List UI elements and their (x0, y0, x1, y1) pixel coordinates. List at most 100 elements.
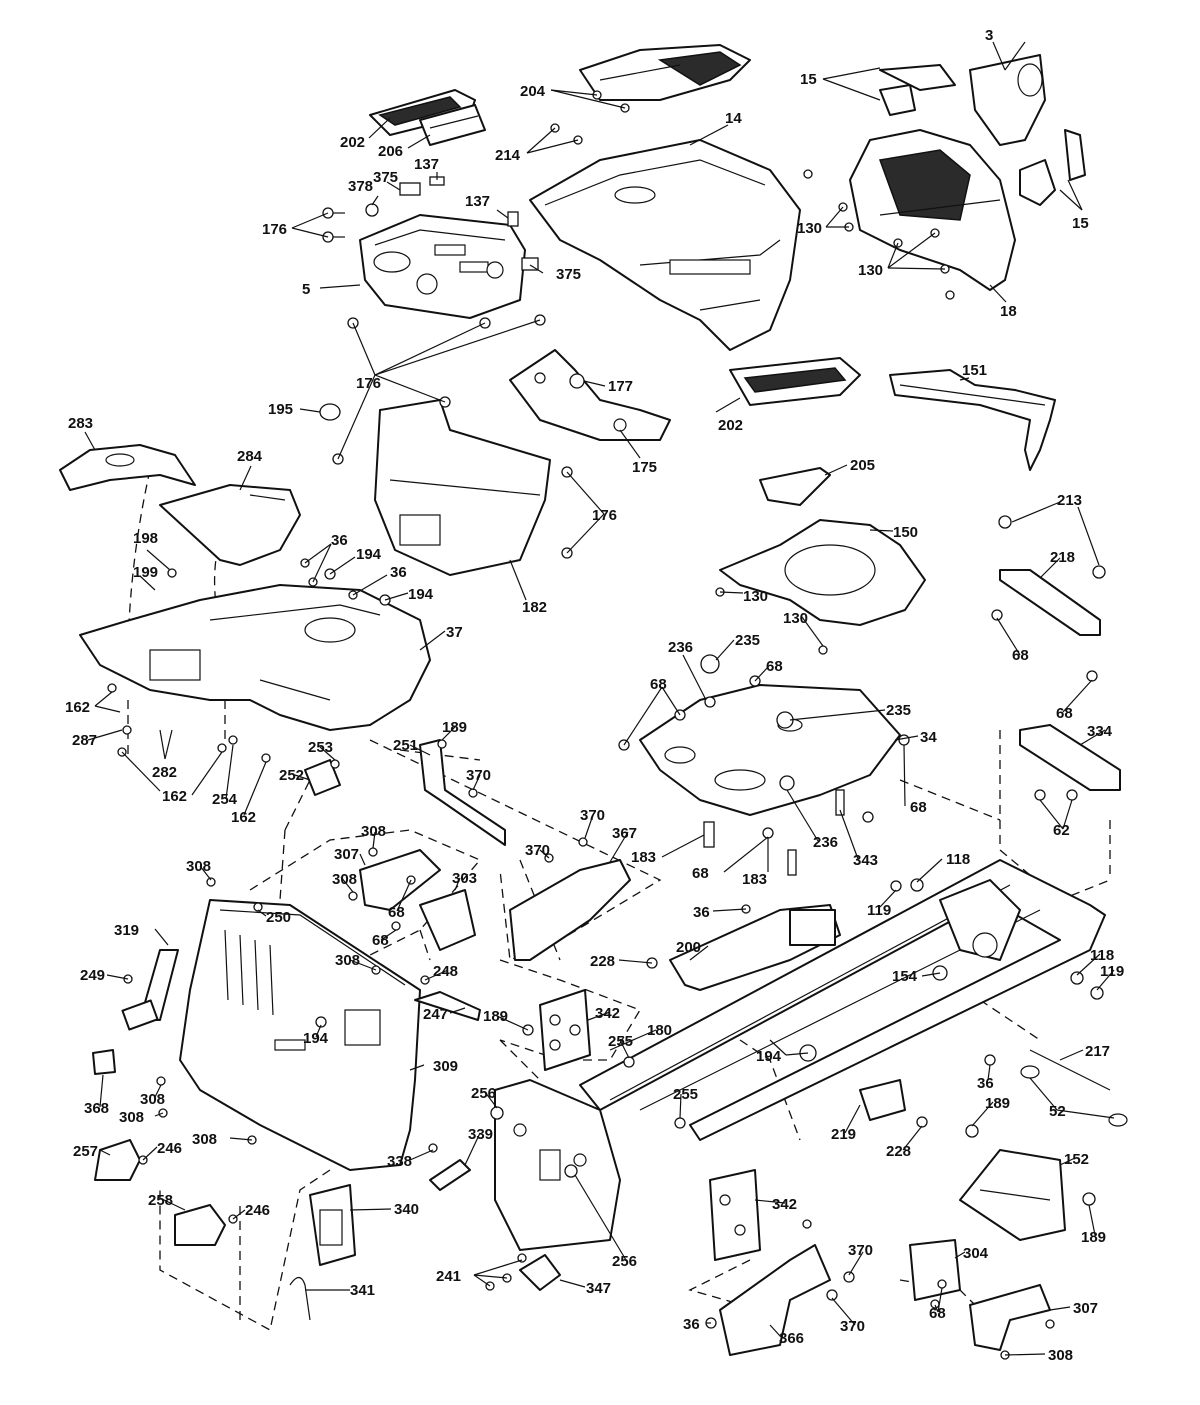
callout-287: 287 (72, 732, 97, 749)
callout-119-right: 119 (1100, 963, 1124, 980)
callout-180: 180 (647, 1022, 672, 1039)
callout-175: 175 (632, 459, 657, 476)
part-plate-367 (509, 859, 631, 961)
callout-68-bottom: 68 (929, 1305, 946, 1322)
callout-195: 195 (268, 401, 293, 418)
part-guard-307b (969, 1284, 1051, 1351)
callout-206: 206 (378, 143, 403, 160)
callout-68-bracket-top: 68 (388, 904, 405, 921)
callout-340: 340 (394, 1201, 419, 1218)
callout-189-bottom: 189 (1081, 1229, 1106, 1246)
callout-338: 338 (387, 1153, 412, 1170)
part-deck-150 (719, 519, 926, 626)
part-emblem-205 (759, 467, 831, 506)
callout-labels: 3 15 15 204 202 206 214 137 137 14 378 3… (65, 27, 1124, 1364)
callout-118-right: 118 (1090, 947, 1114, 964)
callout-162-mid: 162 (162, 788, 187, 805)
part-headlight-15 (879, 64, 1086, 206)
callout-205: 205 (850, 457, 875, 474)
part-bracket-252 (304, 759, 341, 796)
callout-228-top: 228 (590, 953, 615, 970)
part-hood-top-204 (579, 44, 751, 101)
callout-282: 282 (152, 764, 177, 781)
part-bracket-347 (519, 1254, 561, 1291)
callout-370-bottom-top: 370 (848, 1242, 873, 1259)
part-fender-cover-283 (59, 444, 196, 491)
callout-36-mid: 36 (390, 564, 407, 581)
callout-150: 150 (893, 524, 918, 541)
callout-228-bottom: 228 (886, 1143, 911, 1160)
part-pedal-339 (429, 1159, 471, 1191)
callout-200: 200 (676, 939, 701, 956)
callout-319: 319 (114, 922, 139, 939)
callout-177: 177 (608, 378, 633, 395)
callout-246-bottom: 246 (245, 1202, 270, 1219)
callout-308-lower-c: 308 (192, 1131, 217, 1148)
callout-252: 252 (279, 767, 304, 784)
part-bracket-218 (999, 569, 1101, 636)
callout-343: 343 (853, 852, 878, 869)
callout-219: 219 (831, 1126, 856, 1143)
part-fender-37 (79, 584, 431, 731)
callout-236-mid: 236 (813, 834, 838, 851)
part-bracket-251 (419, 739, 506, 846)
callout-119-top: 119 (867, 902, 891, 919)
callout-15-right: 15 (1072, 215, 1089, 232)
callout-18: 18 (1000, 303, 1017, 320)
part-plate-34 (639, 684, 901, 816)
callout-339: 339 (468, 1126, 493, 1143)
callout-68-plate-left: 68 (650, 676, 667, 693)
callout-5: 5 (302, 281, 310, 298)
callout-199: 199 (133, 564, 158, 581)
callout-37: 37 (446, 624, 463, 641)
part-bracket-342b (709, 1169, 761, 1261)
callout-202-lower: 202 (718, 417, 743, 434)
callout-214: 214 (495, 147, 521, 164)
callout-3: 3 (985, 27, 993, 44)
callout-152: 152 (1064, 1151, 1089, 1168)
callout-183-bottom: 183 (742, 871, 767, 888)
callout-151: 151 (962, 362, 987, 379)
callout-251: 251 (393, 737, 418, 754)
part-bracket-258 (174, 1204, 226, 1246)
callout-36-right: 36 (977, 1075, 994, 1092)
part-bracket-219 (859, 1079, 906, 1121)
part-front-plate-309 (179, 899, 421, 1171)
callout-248: 248 (433, 963, 458, 980)
part-bracket-175 (509, 349, 671, 441)
part-bracket-303 (419, 889, 476, 951)
callout-308-left: 308 (186, 858, 211, 875)
callout-213: 213 (1057, 492, 1082, 509)
callout-347: 347 (586, 1280, 611, 1297)
callout-154: 154 (892, 968, 918, 985)
part-cover-340 (309, 1184, 356, 1266)
callout-246-top: 246 (157, 1140, 182, 1157)
callout-68-plate-top: 68 (766, 658, 783, 675)
callout-308-plate: 308 (335, 952, 360, 969)
callout-256-bottom: 256 (612, 1253, 637, 1270)
callout-189-top: 189 (442, 719, 467, 736)
part-spring-341 (289, 1276, 311, 1321)
callout-256-top: 256 (471, 1085, 496, 1102)
callout-375-top: 375 (373, 169, 398, 186)
callout-247: 247 (423, 1006, 448, 1023)
callout-366: 366 (779, 1330, 804, 1347)
callout-130-deck-right: 130 (783, 610, 808, 627)
callout-118-top: 118 (946, 851, 970, 868)
callout-257: 257 (73, 1143, 98, 1160)
callout-342-top: 342 (595, 1005, 620, 1022)
callout-137-mid: 137 (465, 193, 490, 210)
callout-342-bottom: 342 (772, 1196, 797, 1213)
callout-253: 253 (308, 739, 333, 756)
part-bracket-152 (959, 1149, 1066, 1241)
callout-36-bottom: 36 (683, 1316, 700, 1333)
callout-370-left: 370 (525, 842, 550, 859)
callout-236-top: 236 (668, 639, 693, 656)
callout-130-middle: 130 (858, 262, 883, 279)
callout-309: 309 (433, 1058, 458, 1075)
callout-68-218: 68 (1012, 647, 1029, 664)
part-dash-panel-5 (359, 214, 526, 319)
callout-189-right: 189 (985, 1095, 1010, 1112)
callout-304: 304 (963, 1245, 989, 1262)
